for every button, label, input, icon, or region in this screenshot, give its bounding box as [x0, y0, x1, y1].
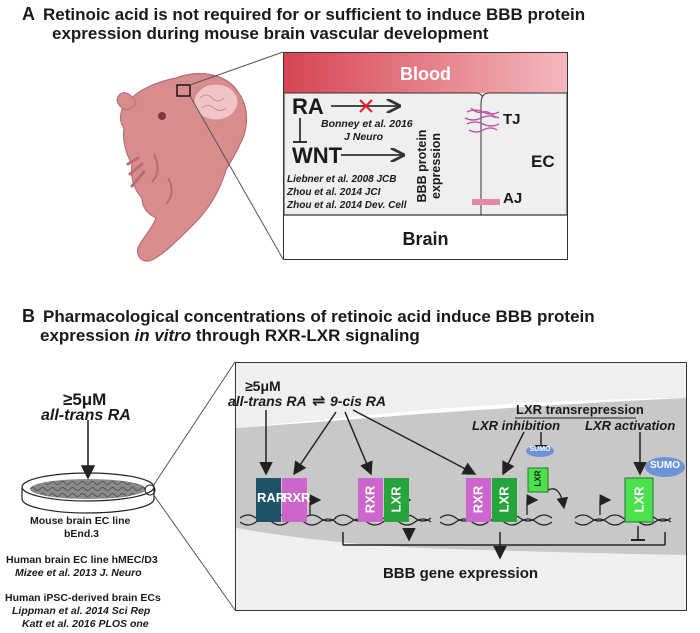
lxr-transrepression-label: LXR transrepression	[516, 402, 644, 417]
lxr-label-1: LXR	[388, 486, 404, 513]
ref-zhou-devcell: Zhou et al. 2014 Dev. Cell	[287, 200, 407, 211]
inhibited-x-mark	[359, 99, 373, 113]
bbb-gene-expression-label: BBB gene expression	[382, 565, 539, 582]
panel-b-title-line2: expression in vitro through RXR-LXR sign…	[40, 326, 420, 346]
wnt-label: WNT	[292, 143, 343, 168]
ipsc-line: Human iPSC-derived brain ECs	[5, 592, 161, 604]
ref-liebner: Liebner et al. 2008 JCB	[287, 174, 397, 185]
panel-b-title-post: through RXR-LXR signaling	[191, 326, 420, 345]
lxr-label-small: LXR	[533, 470, 543, 487]
panel-b-title-pre: expression	[40, 326, 135, 345]
rar-receptor	[256, 478, 281, 522]
rxr-receptor-2	[358, 478, 383, 522]
mizee-ref: Mizee et al. 2013 J. Neuro	[15, 567, 142, 579]
bonney-ref-line2: J Neuro	[344, 131, 384, 143]
equilibrium-arrows: ⇌	[312, 393, 326, 410]
katt-ref: Katt et al. 2016 PLOS one	[22, 618, 149, 630]
sumo-label-large: SUMO	[650, 460, 680, 471]
brain-label: Brain	[402, 229, 449, 249]
rxr-label-1: RXR	[283, 490, 311, 505]
aj-label: AJ	[503, 190, 523, 207]
panel-a-title-line2: expression during mouse brain vascular d…	[52, 24, 489, 43]
panel-a-title: A Retinoic acid is not required for or su…	[22, 4, 585, 25]
nine-cis-ra: 9-cis RA	[330, 393, 387, 409]
panel-a-title-line1: Retinoic acid is not required for or suf…	[43, 5, 586, 24]
ec-label: EC	[531, 152, 555, 171]
panel-a-diagram	[283, 52, 568, 260]
sumo-small	[526, 445, 554, 457]
lxr-label-active: LXR	[631, 486, 647, 513]
lxr-inhibited-receptor	[527, 467, 549, 493]
lxr-active-receptor	[624, 477, 654, 523]
panel-b-title-line1: Pharmacological concentrations of retino…	[43, 307, 595, 326]
zoom-concentration: ≥5μM	[245, 378, 281, 394]
culture-dish	[21, 472, 156, 514]
gene-expression-bracket	[342, 526, 666, 560]
zoom-region-marker	[176, 84, 191, 97]
panel-b-title: B Pharmacological concentrations of retin…	[22, 306, 595, 327]
mouse-cell-line-name: bEnd.3	[64, 528, 100, 540]
tj-label: TJ	[503, 111, 521, 128]
endothelial-cell-right	[480, 92, 568, 216]
tight-junction-squiggles	[464, 107, 500, 133]
lxr-activation-label: LXR activation	[585, 418, 676, 433]
zoom-all-trans-ra: all-trans RA	[228, 393, 307, 409]
panel-a-letter: A	[22, 4, 35, 24]
rxr-receptor-3	[466, 478, 491, 522]
lippman-ref: Lippman et al. 2014 Sci Rep	[12, 605, 151, 617]
dish-concentration: ≥5μM	[63, 390, 107, 409]
lxr-receptor-1	[384, 478, 409, 522]
blood-label: Blood	[400, 64, 451, 84]
sumo-large	[645, 457, 685, 477]
ligand-arrows	[259, 409, 647, 476]
rxr-receptor-1	[282, 478, 307, 522]
dish-compound: all-trans RA	[41, 407, 131, 424]
mouse-embryo-illustration	[116, 73, 248, 262]
adherens-junction-bar	[472, 199, 500, 205]
ref-zhou-jci: Zhou et al. 2014 JCI	[287, 187, 381, 198]
panel-b-title-italic: in vitro	[134, 326, 192, 345]
bonney-ref-line1: Bonney et al. 2016	[321, 118, 413, 130]
lxr-inhibition-label: LXR inhibition	[472, 418, 561, 433]
rxr-label-2: RXR	[362, 485, 378, 514]
lxr-receptor-2	[492, 478, 517, 522]
blood-layer	[284, 53, 567, 93]
panel-b-letter: B	[22, 306, 35, 326]
rxr-label-3: RXR	[470, 485, 486, 514]
rar-label: RAR	[257, 490, 286, 505]
lxr-repress-curve	[547, 488, 569, 510]
lxr-label-2: LXR	[496, 486, 512, 513]
cytoplasm-region	[236, 363, 686, 428]
human-cell-line: Human brain EC line hMEC/D3	[6, 554, 158, 566]
mouse-cell-line: Mouse brain EC line	[30, 515, 131, 527]
ra-label: RA	[292, 94, 324, 119]
sumo-label-small: SUMO	[529, 446, 551, 453]
